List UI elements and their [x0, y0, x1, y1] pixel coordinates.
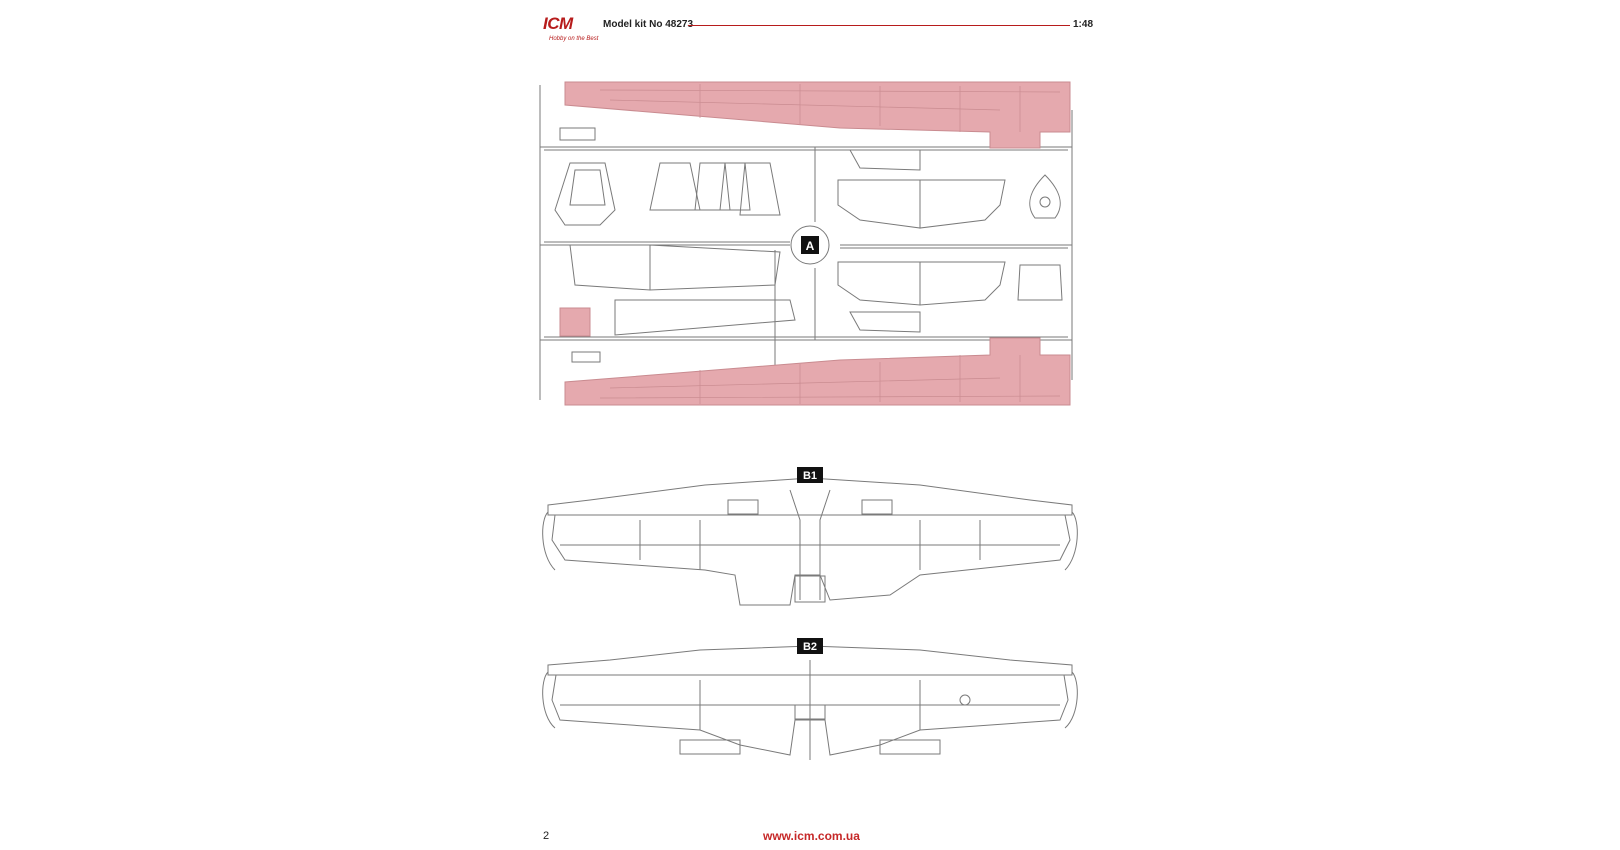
logo-tagline: Hobby on the Best: [549, 36, 599, 42]
sprue-b2-label: B2: [797, 638, 823, 654]
wing-b1: [542, 477, 1078, 606]
sprue-a-frame: [539, 85, 1073, 400]
page-number: 2: [543, 830, 550, 842]
icm-logo: ICM Hobby on the Best: [543, 14, 598, 48]
sprue-a-label: A: [790, 225, 830, 265]
wing-b2: [542, 645, 1078, 760]
kit-number: Model kit No 48273: [603, 19, 694, 30]
fuselage-lower-half: [564, 337, 1071, 406]
sprue-b1-label-text: B1: [803, 470, 817, 482]
sprue-b1-label: B1: [797, 467, 823, 483]
scale-label: 1:48: [1073, 19, 1094, 30]
header-divider: [688, 25, 1070, 26]
sprue-b2-label-text: B2: [803, 641, 817, 653]
logo-text: ICM: [543, 14, 573, 33]
website-link[interactable]: www.icm.com.ua: [763, 829, 860, 843]
fuselage-upper-half: [564, 81, 1071, 149]
sprue-a-small-parts: [554, 127, 1063, 363]
sprue-a-label-text: A: [806, 239, 815, 253]
